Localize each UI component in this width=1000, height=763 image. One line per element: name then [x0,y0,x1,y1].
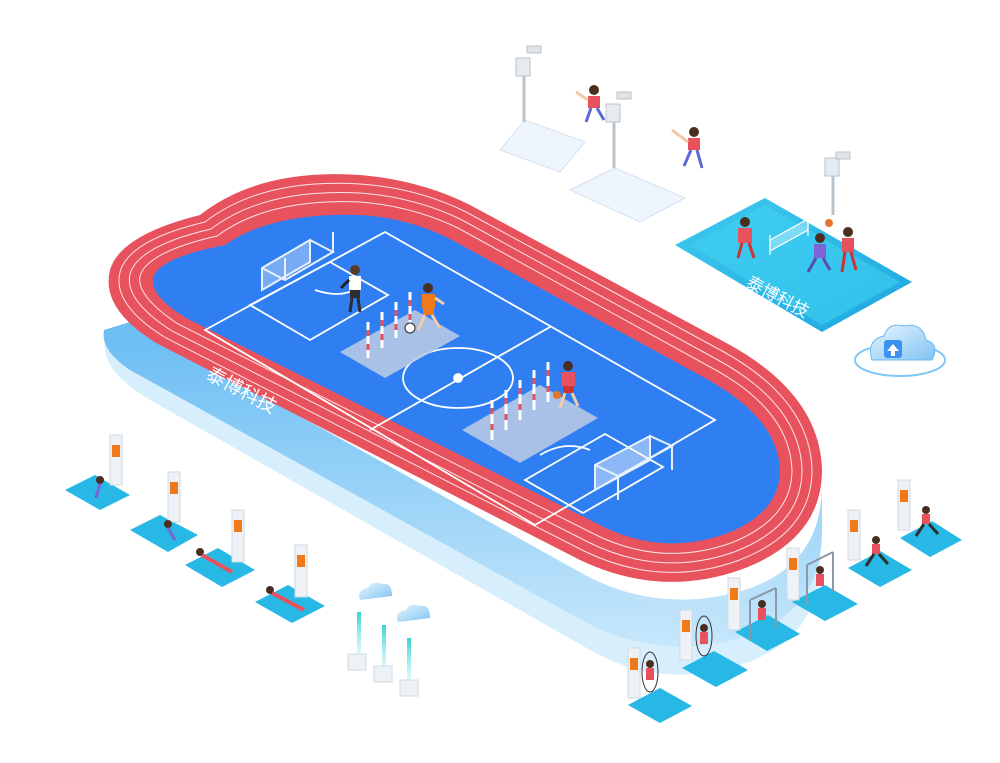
field-markings [203,230,717,527]
station-lunge-2 [897,479,962,557]
data-upload-columns [347,582,430,697]
station-situp [130,471,198,552]
camera-pole-2 [568,91,687,223]
cloud-icon [397,604,430,622]
camera-pole-1 [499,45,586,173]
cloud-upload-icon [854,324,946,377]
football-player-figure [404,283,445,334]
basketball-player-figure [553,361,580,409]
football-field [152,214,780,544]
throwing-athlete-figures [575,85,704,169]
agility-poles-basketball [490,362,550,440]
track-lane-lines [118,182,813,573]
station-jumprope-2 [679,609,748,687]
station-lunge-1 [847,509,912,587]
station-pushup-2 [255,544,325,623]
referee-figure [339,265,362,313]
goal-left [261,232,336,292]
agility-poles-football [366,292,412,358]
station-pullup-1 [727,577,800,651]
left-fitness-stations [65,434,325,623]
station-squat [65,434,130,510]
training-pad-basketball [462,385,598,463]
basketball-court: 泰博科技 [675,198,912,332]
station-jumprope-1 [627,647,692,723]
right-fitness-stations [627,479,962,723]
station-pullup-2 [786,547,858,621]
camera-poles [499,45,851,223]
station-pushup-1 [185,509,255,587]
court-player-figures [736,217,858,273]
training-pad-football [340,310,460,378]
basketball-net [769,214,809,255]
goal-right [594,434,675,500]
camera-pole-3 [824,151,851,215]
cloud-icon [359,582,392,600]
